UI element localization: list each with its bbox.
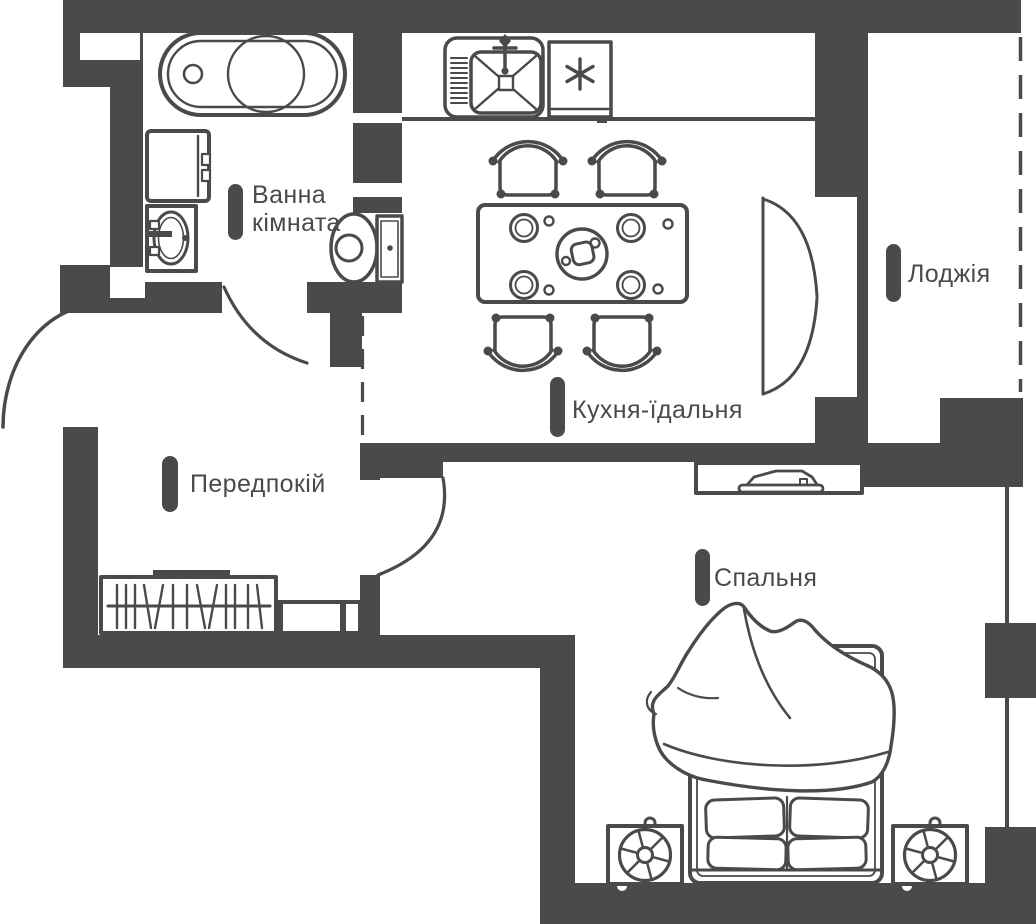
wall-bottom <box>540 883 1036 924</box>
cup <box>543 215 674 296</box>
chair-bottom-right <box>580 311 664 373</box>
kitchen-counter-edge <box>402 117 815 121</box>
double-bed <box>645 601 896 885</box>
wall-shaft-1 <box>353 33 402 113</box>
closet-inset-1 <box>283 604 340 631</box>
wall-bedroom-left <box>540 635 575 883</box>
wall-loggia-divider-jamb <box>857 197 868 397</box>
loggia-label-text: Лоджія <box>908 260 991 288</box>
french-door-arc-bottom <box>761 296 819 396</box>
hallway-label: Передпокій <box>162 456 326 512</box>
wall-door-stub-bottom <box>360 575 380 635</box>
wall-shaft-3 <box>353 197 402 213</box>
dashed-boundaries <box>360 37 1023 441</box>
wall-loggia-divider-bottom <box>815 397 868 443</box>
furniture <box>99 31 969 895</box>
chair-top-left <box>486 139 570 201</box>
wall-door-lip <box>380 462 443 478</box>
chair-bottom-left <box>481 311 565 373</box>
washing-machine <box>145 129 212 203</box>
teapot-icon <box>555 227 609 281</box>
wall-hall-bottom <box>63 635 575 668</box>
wardrobe <box>99 570 278 635</box>
bathroom-label-line2: кімната <box>252 209 341 237</box>
kitchen-dining-label: Кухня-їдальня <box>550 377 743 437</box>
tv-niche <box>694 461 864 495</box>
toilet <box>329 212 404 284</box>
faucet-icon <box>492 34 518 75</box>
bedroom-label: Спальня <box>695 549 817 606</box>
doors <box>1 196 819 577</box>
bathroom-door-arc <box>222 285 309 365</box>
wall-door-stub-top <box>360 443 380 480</box>
bedroom-door-arc <box>376 476 447 577</box>
window-glass-2 <box>1005 698 1009 827</box>
plate <box>509 213 646 300</box>
dining-table <box>476 203 689 304</box>
wall-loggia-divider-top <box>815 33 868 197</box>
kitchen-sink <box>443 34 545 119</box>
entrance-door-arc <box>1 303 100 429</box>
room-labels: Ванна кімната Передпокій Кухня-їдальня С… <box>162 181 991 606</box>
blanket <box>645 601 896 793</box>
bathtub <box>158 31 347 117</box>
tv-icon <box>737 469 825 494</box>
wall-bathroom-bottom-right <box>307 282 402 313</box>
wall-right-mid-block <box>985 623 1036 698</box>
wall-toilet-corner <box>330 313 362 367</box>
wall-right-bottom-block <box>985 827 1036 924</box>
bathroom-marker-icon <box>228 184 243 240</box>
shaft-niche <box>80 33 140 60</box>
wall-bathroom-bottom-a <box>145 282 222 313</box>
pillows <box>704 796 870 872</box>
wall-kitchen-bottom-band <box>360 443 1023 462</box>
wall-cutouts <box>80 33 857 631</box>
kitchen-label-text: Кухня-їдальня <box>572 396 743 424</box>
bedroom-label-text: Спальня <box>714 564 817 592</box>
wall-hall-left <box>63 427 98 668</box>
hangers <box>115 583 264 630</box>
closet-inset-2 <box>346 604 358 631</box>
air-conditioner-left <box>606 816 684 895</box>
hallway-marker-icon <box>162 456 178 512</box>
loggia-marker-icon <box>886 244 901 302</box>
washbasin <box>145 204 198 273</box>
kitchen-marker-icon <box>550 377 565 437</box>
wall-bathroom-bottom-b <box>98 298 145 313</box>
air-conditioner-right <box>891 816 969 895</box>
bathroom-label: Ванна кімната <box>228 181 341 240</box>
wall-bathroom-left <box>110 87 143 267</box>
fridge <box>547 40 613 123</box>
wall-shaft-2 <box>353 123 402 183</box>
chair-top-right <box>585 139 669 201</box>
wall-loggia-corner <box>940 398 1023 443</box>
bedroom-marker-icon <box>695 549 710 606</box>
window-glass-1 <box>1005 487 1009 623</box>
french-door-arc-top <box>761 197 819 298</box>
wall-loggia-bottom-bar <box>862 443 1023 487</box>
snowflake-icon <box>565 57 595 91</box>
bathroom-label-line1: Ванна <box>252 181 326 209</box>
wall-top <box>63 0 1021 33</box>
french-door-jamb <box>840 197 857 397</box>
hallway-label-text: Передпокій <box>190 470 326 498</box>
loggia-label: Лоджія <box>886 244 991 302</box>
